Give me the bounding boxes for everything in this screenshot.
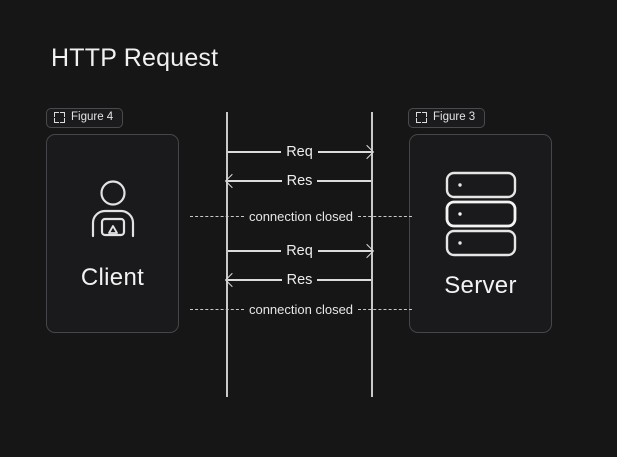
figure-badge-client-label: Figure 4 — [71, 111, 114, 123]
message-line-right — [317, 180, 372, 182]
message-line-left — [228, 250, 282, 252]
page-title: HTTP Request — [51, 44, 219, 72]
arrow-right-icon — [317, 151, 372, 153]
message-req-1: Req — [228, 141, 372, 163]
connection-closed-2: connection closed — [190, 299, 413, 319]
message-line-right — [317, 279, 372, 281]
node-card-client[interactable]: Client — [46, 134, 179, 333]
figure-badge-client[interactable]: Figure 4 — [46, 108, 124, 128]
server-racks-icon — [445, 171, 516, 256]
arrow-right-icon — [317, 250, 372, 252]
frame-corners-icon — [54, 112, 65, 124]
dashed-line-left — [190, 215, 244, 217]
lifeline-server — [371, 112, 373, 397]
message-line-left — [228, 151, 282, 153]
lifeline-client — [226, 112, 228, 397]
node-label-server: Server — [444, 271, 517, 299]
connection-closed-label: connection closed — [248, 301, 354, 317]
message-res-2: Res — [228, 269, 372, 291]
arrow-left-icon — [228, 279, 282, 281]
message-res-1: Res — [228, 170, 372, 192]
figure-badge-server-label: Figure 3 — [433, 111, 476, 123]
node-card-server[interactable]: Server — [409, 134, 552, 333]
message-label: Req — [286, 143, 313, 160]
dashed-line-left — [190, 308, 244, 310]
user-screenshare-icon — [91, 179, 134, 237]
dashed-line-right — [358, 215, 413, 217]
message-label: Req — [286, 242, 313, 259]
message-label: Res — [286, 172, 313, 189]
message-label: Res — [286, 271, 313, 288]
node-label-client: Client — [80, 263, 145, 291]
dashed-line-right — [358, 308, 413, 310]
connection-closed-1: connection closed — [190, 206, 413, 226]
arrow-left-icon — [228, 180, 282, 182]
figure-badge-server[interactable]: Figure 3 — [408, 108, 486, 128]
connection-closed-label: connection closed — [248, 208, 354, 224]
frame-corners-icon — [416, 112, 427, 124]
message-req-2: Req — [228, 240, 372, 262]
